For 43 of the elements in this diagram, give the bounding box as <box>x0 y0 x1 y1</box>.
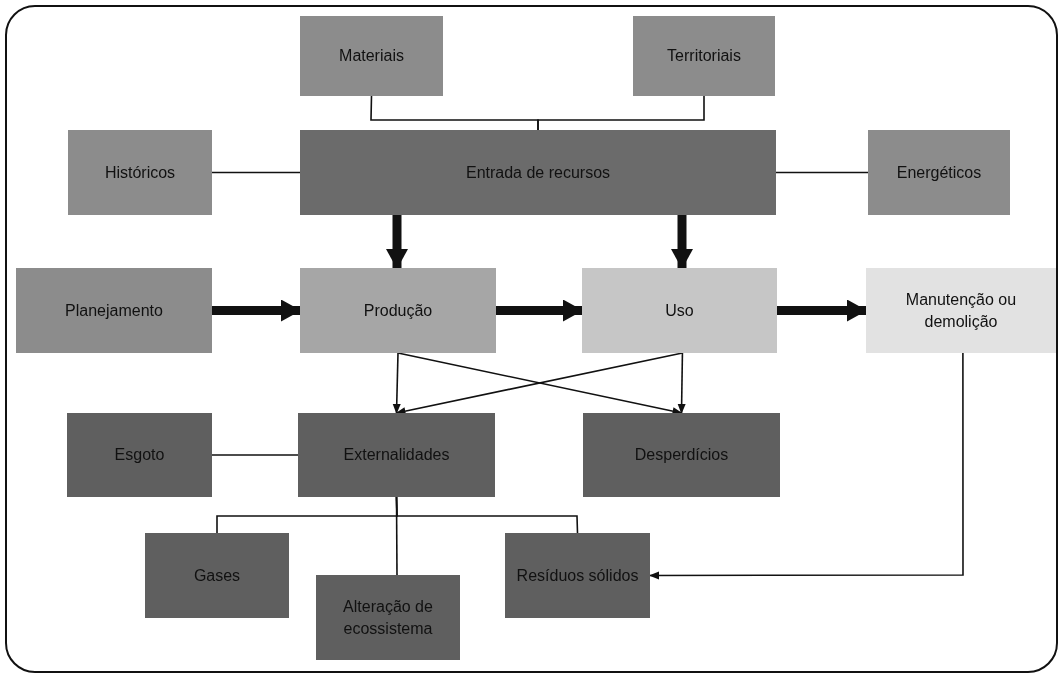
process-box <box>583 413 780 497</box>
process-box <box>316 575 460 660</box>
process-box <box>16 268 212 353</box>
arrow <box>677 352 686 414</box>
arrow <box>392 352 401 414</box>
box-label: Manutenção ou demolição <box>904 289 1018 332</box>
box-label: Entrada de recursos <box>465 162 611 183</box>
process-box <box>582 268 777 353</box>
box-label: Uso <box>665 300 694 321</box>
arrow <box>386 215 408 269</box>
process-box <box>505 533 650 618</box>
box-label: Gases <box>193 565 241 586</box>
arrow <box>777 299 867 322</box>
box-label: Desperdícios <box>634 445 729 466</box>
connector-line <box>211 171 301 174</box>
arrow <box>649 352 964 580</box>
box-label: Materiais <box>339 46 404 67</box>
process-box <box>68 130 212 215</box>
box-label: Produção <box>363 300 433 321</box>
process-box <box>145 533 289 618</box>
connector-line <box>395 496 579 534</box>
connector-line <box>537 95 705 131</box>
connector-line <box>775 171 869 174</box>
box-label: Energéticos <box>896 162 982 183</box>
box-label: Resíduos sólidos <box>516 565 639 586</box>
box-label: Históricos <box>104 162 176 183</box>
box-label: Esgoto <box>114 445 165 466</box>
process-box <box>633 16 775 96</box>
box-label: Territoriais <box>667 46 741 67</box>
box-label: Planejamento <box>65 300 163 321</box>
process-box <box>300 130 776 215</box>
process-box <box>300 16 443 96</box>
process-box <box>67 413 212 497</box>
process-box <box>868 130 1010 215</box>
arrow <box>671 215 693 269</box>
process-box <box>866 268 1056 353</box>
arrow <box>212 299 301 322</box>
box-label: Alteração de ecossistema <box>342 596 434 639</box>
box-label: Externalidades <box>343 445 450 466</box>
connector-line <box>211 454 299 456</box>
arrow <box>496 299 583 322</box>
process-box <box>300 268 496 353</box>
process-box <box>298 413 495 497</box>
